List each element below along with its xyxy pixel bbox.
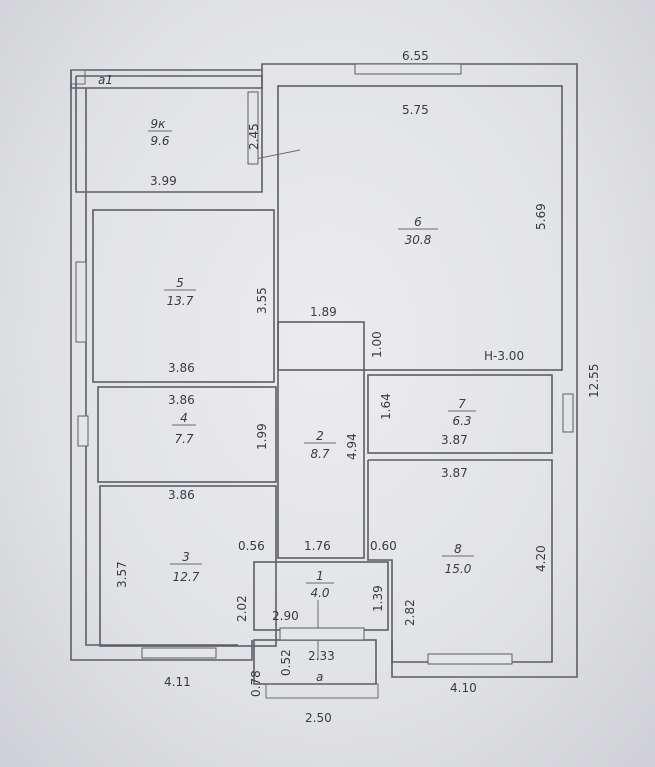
dim-room2-w: 1.76 (304, 539, 331, 553)
room-labels: 9к 9.6 6 30.8 5 13.7 4 7.7 2 8.7 7 6.3 3… (148, 117, 476, 600)
room-walls (75, 75, 563, 699)
dim-room4-w-top: 3.86 (168, 393, 195, 407)
dim-room2-h: 4.94 (345, 433, 359, 460)
dim-room7-h: 1.64 (379, 393, 393, 420)
dim-top-total: 6.55 (402, 49, 429, 63)
ceiling-height: H-3.00 (484, 349, 524, 363)
dim-gap-left: 0.56 (238, 539, 265, 553)
dim-right-total: 12.55 (587, 364, 601, 398)
room-5-area: 13.7 (167, 294, 194, 308)
dim-porch-h: 0.52 (279, 649, 293, 676)
room-2-area: 8.7 (310, 447, 329, 461)
windows (75, 63, 574, 665)
room-1-area: 4.0 (310, 586, 329, 600)
dim-corr-top: 1.89 (310, 305, 337, 319)
dim-room7-off: 1.00 (370, 331, 384, 358)
room-7-number: 7 (458, 397, 466, 411)
dim-room1-rh: 1.39 (371, 585, 385, 612)
dim-room1-w: 2.90 (272, 609, 299, 623)
room-4-area: 7.7 (174, 432, 193, 446)
room-5-number: 5 (176, 276, 184, 290)
dim-bottom-left: 4.11 (164, 675, 191, 689)
dim-room6-top: 5.75 (402, 103, 429, 117)
room-8-area: 15.0 (445, 562, 472, 576)
room-8-number: 8 (454, 542, 462, 556)
dim-room1-lh: 2.02 (235, 595, 249, 622)
dim-gap-right: 0.60 (370, 539, 397, 553)
dim-room9-w: 3.99 (150, 174, 177, 188)
room-6-number: 6 (414, 215, 422, 229)
dim-room9-h: 2.45 (247, 123, 261, 150)
dim-porch-d: 0.78 (249, 670, 263, 697)
annotations: a1 a H-3.00 (98, 73, 524, 684)
room-6-area: 30.8 (405, 233, 432, 247)
dim-room8-h: 4.20 (534, 545, 548, 572)
label-a1: a1 (98, 73, 113, 87)
dim-room4-h: 1.99 (255, 423, 269, 450)
dim-room3-w: 3.86 (168, 488, 195, 502)
room-7-area: 6.3 (452, 414, 471, 428)
dim-porch-w: 2.33 (308, 649, 335, 663)
dim-room6-h: 5.69 (534, 203, 548, 230)
dim-room5-h: 3.55 (255, 287, 269, 314)
room-3-area: 12.7 (173, 570, 200, 584)
dim-porch-total: 2.50 (305, 711, 332, 725)
label-a: a (316, 670, 323, 684)
room-3-number: 3 (182, 550, 190, 564)
room-2-number: 2 (316, 429, 324, 443)
vertical-dimensions: 2.45 5.69 3.55 1.00 12.55 1.64 4.94 1.99… (115, 123, 601, 697)
horizontal-dimensions: 6.55 5.75 3.99 1.89 3.86 3.86 3.87 3.87 … (150, 49, 477, 725)
dim-room8-w: 3.87 (441, 466, 468, 480)
dim-room3-h: 3.57 (115, 561, 129, 588)
dim-bottom-right: 4.10 (450, 681, 477, 695)
room-9-area: 9.6 (150, 134, 169, 148)
dim-room5-w: 3.86 (168, 361, 195, 375)
dim-room8-lh: 2.82 (403, 599, 417, 626)
room-4-number: 4 (180, 411, 188, 425)
room-1-number: 1 (316, 569, 324, 583)
room-9-number: 9к (151, 117, 167, 131)
dim-room7-w: 3.87 (441, 433, 468, 447)
